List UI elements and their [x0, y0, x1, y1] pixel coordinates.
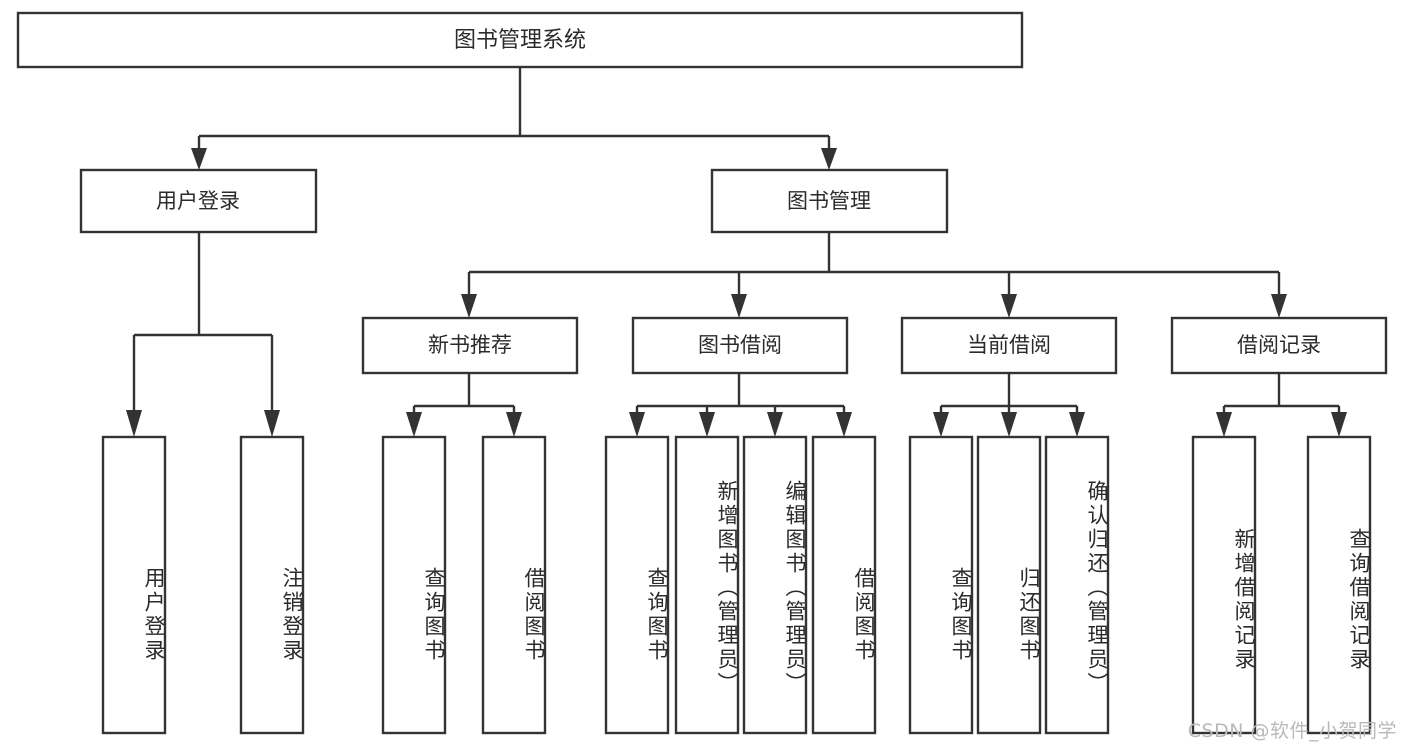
node-leaf-query-book-1-box[interactable] [381, 435, 447, 735]
arrow-head-leaf-return-book [1001, 412, 1017, 437]
node-book-mgmt-box[interactable] [710, 168, 949, 234]
node-leaf-query-book-3-box[interactable] [908, 435, 974, 735]
arrow-head-leaf-add-record [1216, 412, 1232, 437]
node-user-login-box[interactable] [79, 168, 318, 234]
arrow-head-leaf-edit-book [767, 412, 783, 437]
arrow-head-leaf-query-record [1331, 412, 1347, 437]
node-leaf-add-book-box[interactable] [674, 435, 740, 735]
connector-group-book-mgmt [461, 232, 1287, 318]
node-book-borrow-box[interactable] [631, 316, 849, 375]
arrow-head-leaf-confirm-return [1069, 412, 1085, 437]
node-leaf-edit-book-box[interactable] [742, 435, 808, 735]
arrow-head-leaf-borrow-book-1 [506, 412, 522, 437]
arrow-head-leaf-borrow-book-2 [836, 412, 852, 437]
connector-group-new-book-recommend [406, 373, 522, 437]
arrow-head-new-book-recommend [461, 294, 477, 318]
watermark-text: CSDN @软件_小贺同学 [1187, 720, 1397, 742]
node-leaf-add-record-box[interactable] [1191, 435, 1257, 735]
arrow-head-leaf-user-login [126, 410, 142, 437]
arrow-head-leaf-query-book-2 [629, 412, 645, 437]
node-leaf-user-login-box[interactable] [101, 435, 167, 735]
connector-group-current-borrow [933, 373, 1085, 437]
arrow-head-leaf-query-book-1 [406, 412, 422, 437]
node-current-borrow-box[interactable] [900, 316, 1118, 375]
arrow-head-leaf-logout [264, 410, 280, 437]
node-leaf-query-record-box[interactable] [1306, 435, 1372, 735]
node-new-book-recommend-label: 新书推荐 [428, 333, 512, 357]
node-leaf-borrow-book-1-box[interactable] [481, 435, 547, 735]
arrow-head-leaf-query-book-3 [933, 412, 949, 437]
arrow-head-borrow-record [1271, 294, 1287, 318]
node-book-borrow-label: 图书借阅 [698, 333, 782, 357]
arrow-head-user-login [191, 148, 207, 170]
node-user-login-label: 用户登录 [156, 189, 240, 213]
node-leaf-logout-box[interactable] [239, 435, 305, 735]
node-new-book-recommend-box[interactable] [361, 316, 579, 375]
node-root-box[interactable] [16, 11, 1024, 69]
node-leaf-query-book-2-box[interactable] [604, 435, 670, 735]
node-leaf-return-book-box[interactable] [976, 435, 1042, 735]
connector-group-user-login [126, 232, 280, 437]
node-root-label: 图书管理系统 [454, 28, 586, 53]
node-borrow-record-label: 借阅记录 [1237, 333, 1321, 357]
node-book-mgmt-label: 图书管理 [787, 189, 871, 213]
arrow-head-leaf-add-book [699, 412, 715, 437]
connector-group-root [191, 67, 837, 170]
node-current-borrow-label: 当前借阅 [967, 333, 1051, 357]
arrow-head-book-mgmt [821, 148, 837, 170]
connector-group-borrow-record [1216, 373, 1347, 437]
node-leaf-confirm-return-box[interactable] [1044, 435, 1110, 735]
node-borrow-record-box[interactable] [1170, 316, 1388, 375]
arrow-head-book-borrow [731, 294, 747, 318]
connector-group-book-borrow [629, 373, 852, 437]
arrow-head-current-borrow [1001, 294, 1017, 318]
node-leaf-borrow-book-2-box[interactable] [811, 435, 877, 735]
